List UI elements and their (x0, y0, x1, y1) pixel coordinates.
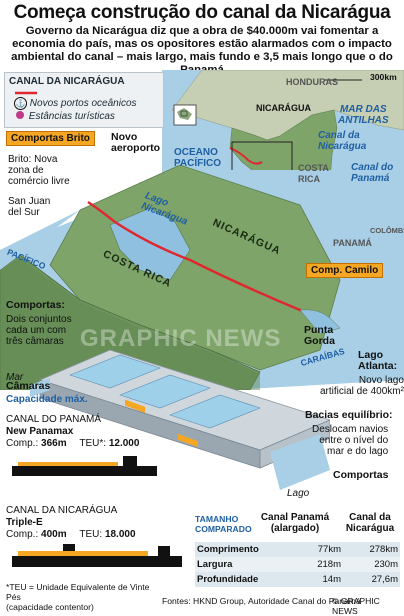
brito-port-callout: Comportas Brito (6, 131, 95, 146)
inset-panama: PANAMÁ (333, 238, 372, 248)
nic-comp-label: Comp.: (6, 529, 39, 540)
comparison-col-panama: Canal Panamá (alargado) (260, 512, 330, 534)
comparison-corner-1: TAMANHO (195, 514, 239, 524)
inset-costa-rica: COSTA RICA (298, 163, 329, 184)
panama-ship-name: New Panamax (6, 426, 74, 437)
locks-diagram (30, 349, 330, 490)
watermark: GRAPHIC NEWS (80, 325, 282, 352)
panama-teu-label: TEU*: (79, 438, 107, 449)
nic-header: CANAL DA NICARÁGUA (6, 505, 118, 516)
inset-nic-canal: Canal da Nicarágua (318, 130, 367, 152)
nicaragua-ship-icon (12, 544, 182, 567)
basins-title: Bacias equilíbrio: (305, 409, 393, 421)
row-nicaragua: 278km (369, 544, 398, 555)
inset-panama-canal: Canal do Panamá (351, 162, 394, 184)
row-label: Profundidade (197, 574, 259, 585)
page-title: Começa construção do canal da Nicarágua (13, 2, 391, 23)
inset-pacific: OCEANO PACÍFICO (174, 147, 222, 169)
row-nicaragua: 230m (374, 559, 398, 570)
port-legend-item: ⚓ Novos portos oceânicos (14, 97, 137, 110)
row-panama: 14m (322, 574, 341, 585)
san-juan-label: San Juan del Sur (8, 196, 51, 218)
locks-chambers-label: Câmaras (6, 380, 51, 392)
nic-ship-specs: Comp.: 400m TEU: 18.000 (6, 529, 136, 540)
panama-comp-label: Comp.: (6, 438, 39, 449)
resort-legend-item: Estâncias turísticas (14, 111, 115, 122)
main-map (0, 164, 404, 390)
resort-dot-icon (16, 111, 24, 119)
canal-line-icon (15, 91, 37, 95)
legend-ports-label: Novos portos oceânicos (29, 98, 137, 109)
airport-label: Novo aeroporto (111, 131, 161, 154)
legend: CANAL DA NICARÁGUA ⚓ Novos portos oceâni… (4, 72, 164, 128)
teu-footnote: *TEU = Unidade Equivalente de Vinte Pés … (6, 582, 150, 612)
footer-credit: © GRAPHIC NEWS (332, 596, 380, 616)
basins-desc: Deslocam navios entre o nível do mar e d… (312, 424, 389, 457)
legend-header: CANAL DA NICARÁGUA (9, 76, 125, 87)
inset-colombia: COLÔMBIA (370, 226, 404, 235)
row-panama: 218m (317, 559, 341, 570)
brito-zone-text: Brito: Nova zona de comércio livre (8, 154, 70, 187)
row-label: Largura (197, 559, 233, 570)
inset-scale: 300km (370, 72, 397, 82)
brito-zone-label: Brito: Nova zona de comércio livre (8, 154, 70, 187)
nic-teu-value: 18.000 (104, 529, 136, 540)
lake-atlanta-desc: Novo lago artificial de 400km² (320, 375, 404, 397)
inset-honduras: HONDURAS (286, 77, 339, 87)
comparison-corner-2: COMPARADO (195, 524, 252, 534)
punta-gorda-label: Punta Gorda (304, 324, 335, 347)
panama-comp-value: 366m (41, 438, 67, 449)
comparison-table: TAMANHO COMPARADO Canal Panamá (alargado… (195, 512, 400, 587)
locks-desc: Dois conjuntos cada um com três câmaras (6, 314, 72, 347)
comparison-col-nicaragua: Canal da Nicarágua (345, 512, 395, 534)
table-row: Profundidade 14m 27,6m (195, 572, 400, 587)
panama-header: CANAL DO PANAMÁ (6, 414, 102, 425)
inset-caribbean: MAR DAS ANTILHAS (338, 104, 389, 126)
max-capacity-label: Capacidade máx. (6, 394, 88, 405)
footer-sources: Fontes: HKND Group, Autoridade Canal do … (162, 596, 361, 606)
nic-ship-name: Triple-E (6, 517, 43, 528)
table-row: Comprimento 77km 278km (195, 542, 400, 557)
lake-atlanta-title: Lago Atlanta: (358, 349, 398, 372)
locks-title: Comportas: (6, 299, 65, 311)
camilo-callout: Comp. Camilo (306, 263, 384, 278)
panama-ship-specs: Comp.: 366m TEU*: 12.000 (6, 438, 139, 449)
inset-nicaragua: NICARÁGUA (256, 103, 311, 113)
nic-comp-value: 400m (41, 529, 67, 540)
locks-gates-label: Comportas (333, 469, 389, 481)
locks-sea-label: Mar (6, 372, 24, 383)
row-nicaragua: 27,6m (371, 574, 398, 585)
row-label: Comprimento (197, 544, 259, 555)
locks-lake-label: Lago (287, 488, 310, 499)
legend-resorts-label: Estâncias turísticas (28, 111, 115, 122)
panama-ship-icon (12, 456, 157, 476)
nic-teu-label: TEU: (79, 529, 103, 540)
anchor-icon: ⚓ (14, 97, 27, 110)
table-row: Largura 218m 230m (195, 557, 400, 572)
row-panama: 77km (317, 544, 341, 555)
panama-teu-value: 12.000 (108, 438, 140, 449)
